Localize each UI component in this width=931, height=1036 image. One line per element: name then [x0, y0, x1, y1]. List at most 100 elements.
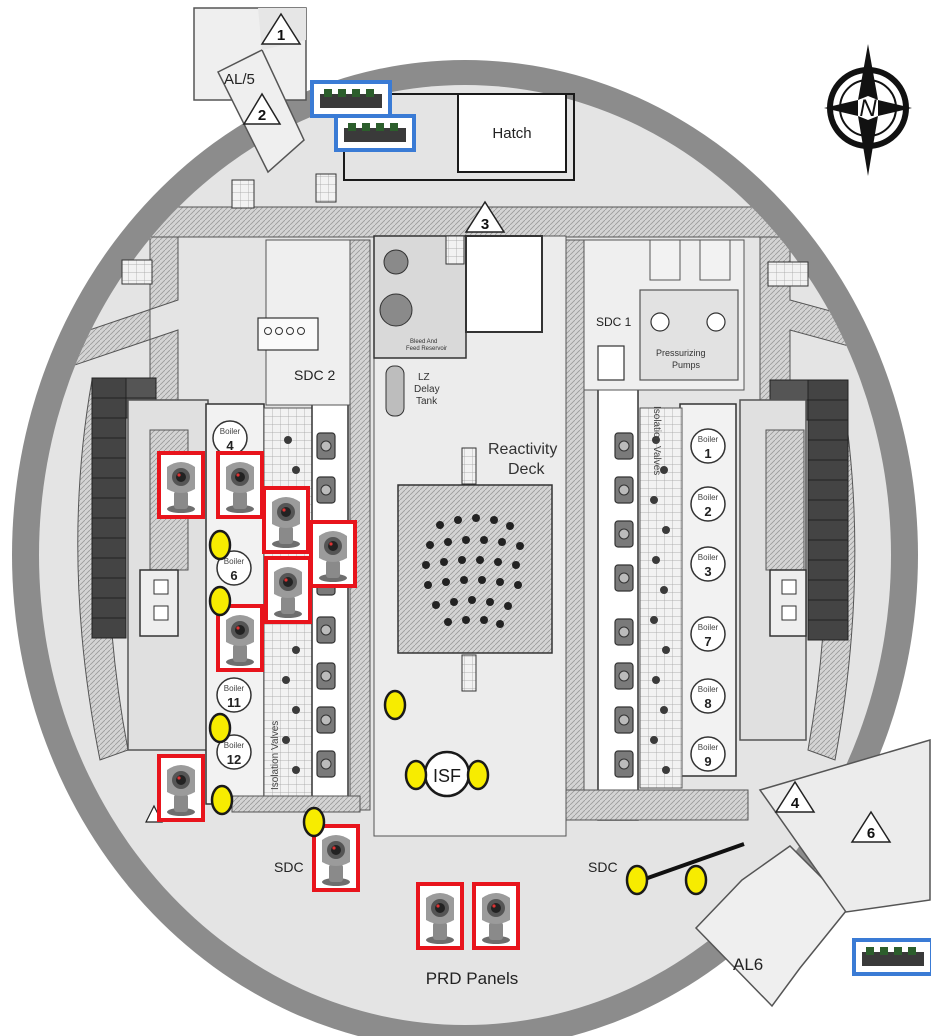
sdc2-label: SDC 2 [294, 367, 335, 383]
yellow-sensor-marker [404, 759, 428, 791]
left-bottom-floor [231, 795, 361, 813]
lz-label-1: LZ [418, 372, 430, 383]
grid-block-d [445, 235, 465, 265]
camera-icon [312, 824, 360, 892]
svg-text:4: 4 [226, 438, 234, 453]
reactivity-deck-square [397, 484, 553, 654]
svg-text:ISF: ISF [433, 766, 461, 786]
svg-text:1: 1 [704, 446, 711, 461]
svg-text:Boiler: Boiler [698, 685, 719, 694]
boiler-7: Boiler 7 [690, 616, 726, 652]
svg-text:Boiler: Boiler [224, 684, 245, 693]
yellow-sensor-marker [684, 864, 708, 896]
bleed-label-2: Feed Reservoir [406, 346, 447, 352]
grid-block-c [121, 259, 153, 285]
svg-text:11: 11 [227, 695, 241, 710]
camera-icon [264, 556, 312, 624]
network-device-icon [334, 114, 416, 152]
hatch-label: Hatch [492, 125, 531, 142]
right-boiler-strip [679, 403, 737, 777]
sdc-right-label: SDC [588, 859, 618, 875]
pump-right [706, 312, 726, 332]
reactivity-label-1: Reactivity [488, 441, 557, 458]
boiler-4: Boiler 4 [212, 420, 248, 456]
right-panel-hatched [765, 429, 805, 571]
left-shield-blocks [91, 377, 157, 639]
hatch-box [457, 93, 567, 173]
svg-text:6: 6 [230, 568, 237, 583]
yellow-sensor-marker [302, 806, 326, 838]
svg-text:2: 2 [258, 107, 266, 124]
boiler-8: Boiler 8 [690, 678, 726, 714]
svg-text:Boiler: Boiler [220, 427, 241, 436]
bleed-tank-b [379, 293, 413, 327]
svg-text:4: 4 [791, 795, 800, 812]
svg-text:Boiler: Boiler [224, 741, 245, 750]
camera-icon [157, 754, 205, 822]
svg-text:Boiler: Boiler [698, 493, 719, 502]
boiler-6: Boiler 6 [216, 550, 252, 586]
yellow-sensor-marker [625, 864, 649, 896]
sdc1-label: SDC 1 [596, 315, 632, 329]
lz-label-2: Delay [414, 384, 440, 395]
bleed-label-1: Bleed And [410, 339, 437, 345]
svg-text:3: 3 [704, 564, 711, 579]
camera-icon [309, 520, 357, 588]
camera-icon [157, 451, 205, 519]
marker-6: 6 [850, 810, 892, 843]
grid-block-b [315, 173, 337, 203]
boiler-1: Boiler 1 [690, 428, 726, 464]
bleed-feed-box [465, 235, 543, 333]
grid-block-a [231, 179, 255, 209]
yellow-sensor-marker [208, 529, 232, 561]
svg-text:Boiler: Boiler [698, 435, 719, 444]
svg-text:6: 6 [867, 825, 875, 842]
right-valve-cluster [650, 436, 670, 774]
camera-icon [416, 882, 464, 950]
pressurizing-label-2: Pumps [672, 360, 701, 370]
reactivity-deck-mechanisms [422, 514, 524, 628]
pump-left [650, 312, 670, 332]
right-bottom-floor [565, 789, 749, 821]
svg-text:3: 3 [481, 216, 489, 233]
sdc-left-label: SDC [274, 859, 304, 875]
svg-text:Boiler: Boiler [224, 557, 245, 566]
prd-panels-label: PRD Panels [426, 969, 519, 988]
left-boilers: Boiler 4 Boiler 6 Boiler 11 Boiler 12 [212, 420, 252, 770]
boiler-9: Boiler 9 [690, 736, 726, 772]
reactivity-deck-top-rod [461, 447, 477, 485]
svg-text:Boiler: Boiler [698, 743, 719, 752]
network-device-icon [852, 938, 931, 976]
svg-text:N: N [859, 95, 877, 122]
network-device-icon [310, 80, 392, 118]
north-compass-icon: N [824, 44, 912, 176]
notch-b [699, 239, 731, 281]
sdc1-device [597, 345, 625, 381]
marker-2: 2 [242, 92, 282, 125]
pressurizing-pumps-box [639, 289, 739, 381]
yellow-sensor-marker [466, 759, 490, 791]
boiler-12: Boiler 12 [216, 734, 252, 770]
grid-block-e [767, 261, 809, 287]
camera-icon [216, 604, 264, 672]
lz-delay-tank-shape [385, 365, 405, 417]
al5-label: AL/5 [224, 71, 255, 88]
svg-text:9: 9 [704, 754, 711, 769]
yellow-sensor-marker [210, 784, 234, 816]
notch-a [649, 239, 681, 281]
right-isolation-valves-label: Isolation Valves [651, 406, 662, 475]
isf-marker: ISF [423, 750, 471, 798]
right-box-a1 [781, 579, 797, 595]
camera-icon [472, 882, 520, 950]
yellow-sensor-marker [383, 689, 407, 721]
pressurizing-label-1: Pressurizing [656, 348, 706, 358]
svg-text:7: 7 [704, 634, 711, 649]
svg-text:12: 12 [227, 752, 241, 767]
left-box-a2 [153, 605, 169, 621]
lz-label-3: Tank [416, 396, 438, 407]
left-isolation-valves-label: Isolation Valves [270, 721, 281, 790]
svg-text:Boiler: Boiler [698, 623, 719, 632]
yellow-sensor-marker [208, 585, 232, 617]
reactivity-label-2: Deck [508, 461, 545, 478]
